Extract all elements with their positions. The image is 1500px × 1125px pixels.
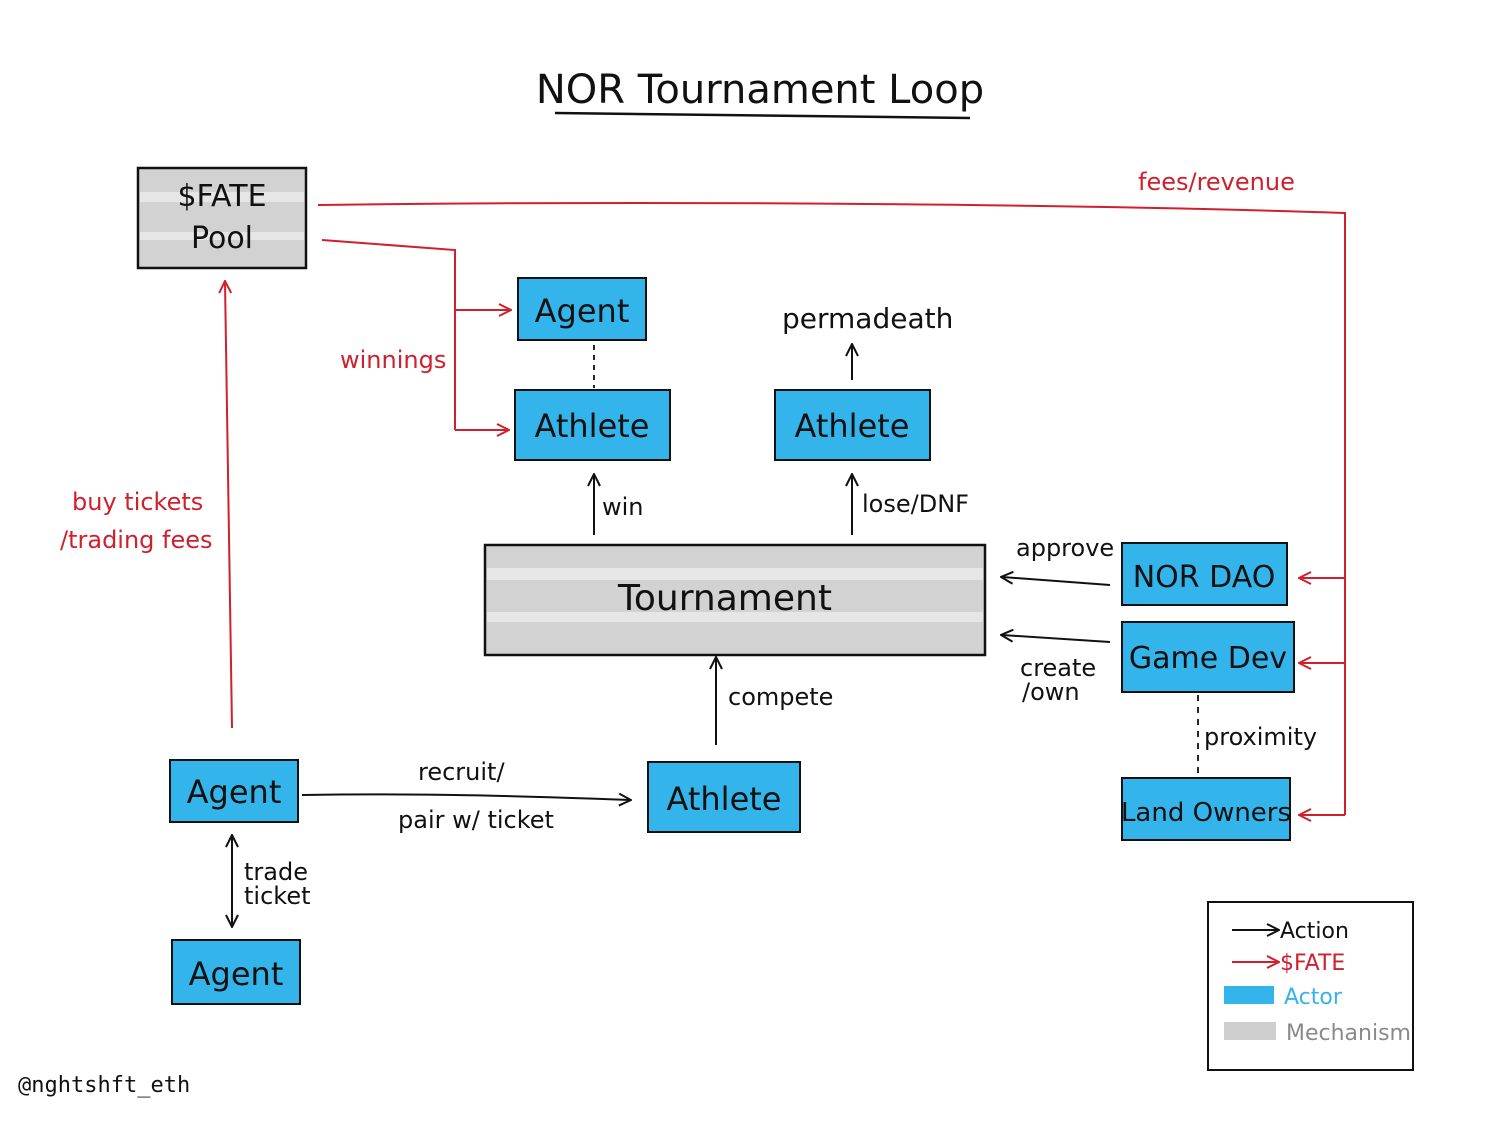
tournament-label: Tournament — [617, 578, 832, 619]
win-label: win — [602, 493, 644, 521]
nor-dao-node: NOR DAO — [1121, 542, 1288, 606]
fees-revenue-line — [317, 201, 1346, 815]
athlete-lose-node: Athlete — [774, 389, 931, 461]
athlete-win-node: Athlete — [514, 389, 671, 461]
tournament-node: Tournament — [483, 543, 987, 657]
legend-mechanism-label: Mechanism — [1286, 1021, 1411, 1046]
agent-bottom-label: Agent — [189, 955, 284, 993]
agent-top-label: Agent — [535, 292, 630, 330]
winnings-label: winnings — [340, 346, 446, 374]
fees-revenue-label: fees/revenue — [1138, 168, 1295, 196]
athlete-win-label: Athlete — [535, 407, 650, 445]
legend: Action $FATE Actor Mechanism — [1207, 901, 1414, 1071]
legend-actor-label: Actor — [1284, 985, 1343, 1010]
legend-fate-label: $FATE — [1280, 951, 1345, 976]
trade-label-1: trade — [244, 858, 308, 886]
fate-flows — [225, 201, 1346, 815]
create-label-2: /own — [1022, 678, 1080, 706]
athlete-main-node: Athlete — [647, 761, 801, 833]
fate-pool-line1: $FATE — [177, 179, 266, 214]
lose-dnf-label: lose/DNF — [862, 490, 969, 518]
approve-label: approve — [1016, 534, 1114, 562]
permadeath-label: permadeath — [782, 302, 953, 335]
legend-mechanism-swatch — [1224, 1022, 1276, 1040]
recruit-arrow — [301, 794, 630, 800]
proximity-label: proximity — [1204, 723, 1317, 751]
trade-label-2: ticket — [244, 882, 311, 910]
agent-top-node: Agent — [517, 277, 647, 341]
credit-handle: @nghtshft_eth — [18, 1073, 190, 1098]
winnings-line — [321, 239, 456, 430]
approve-arrow — [1002, 577, 1111, 586]
athlete-main-label: Athlete — [667, 780, 782, 818]
game-dev-label: Game Dev — [1129, 641, 1287, 676]
legend-action-label: Action — [1280, 919, 1349, 944]
legend-actor-swatch — [1224, 986, 1274, 1004]
create-arrow — [1002, 635, 1111, 643]
create-label-1: create — [1020, 654, 1096, 682]
fate-pool-line2: Pool — [191, 221, 253, 256]
land-owners-node: Land Owners — [1121, 777, 1291, 841]
title-text: NOR Tournament Loop — [536, 67, 984, 113]
buy-tickets-arrow — [225, 282, 233, 729]
agent-main-node: Agent — [169, 759, 299, 823]
action-flows — [232, 345, 1199, 926]
game-dev-node: Game Dev — [1121, 621, 1295, 693]
recruit-label-2: pair w/ ticket — [398, 806, 554, 834]
agent-bottom-node: Agent — [171, 939, 301, 1005]
recruit-label-1: recruit/ — [418, 758, 505, 786]
compete-label: compete — [728, 683, 833, 711]
athlete-lose-label: Athlete — [795, 407, 910, 445]
agent-main-label: Agent — [187, 773, 282, 811]
diagram-title: NOR Tournament Loop — [536, 67, 984, 120]
land-owners-label: Land Owners — [1121, 798, 1291, 828]
buy-tickets-label-1: buy tickets — [72, 488, 203, 516]
nor-dao-label: NOR DAO — [1133, 560, 1276, 595]
fate-pool-node: $FATE Pool — [136, 166, 308, 270]
buy-tickets-label-2: /trading fees — [60, 526, 213, 554]
